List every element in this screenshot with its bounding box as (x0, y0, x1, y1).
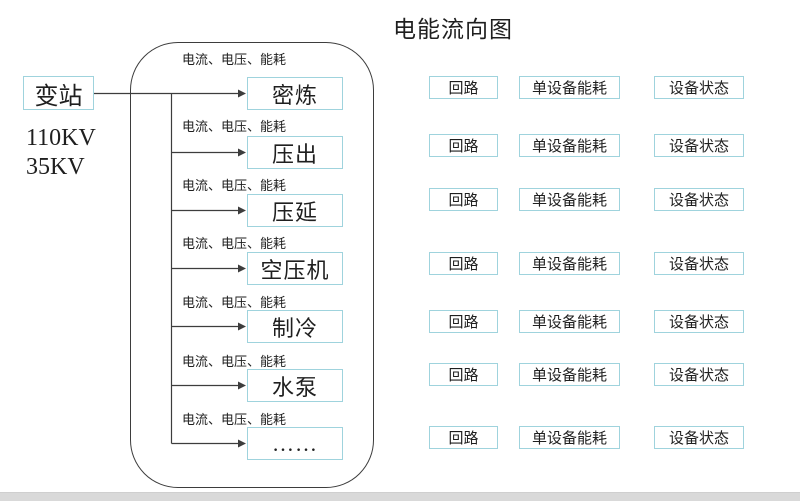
node-mixing-label: 密炼 (271, 82, 318, 108)
device-status-label: 设备状态 (668, 257, 729, 273)
node-calendering-label: 压延 (271, 199, 318, 225)
arrowhead-2 (238, 148, 246, 157)
voltage-110kv: 110KV (26, 125, 96, 151)
device-status-button-6[interactable]: 设备状态 (654, 363, 744, 386)
circuit-label: 回路 (448, 368, 479, 384)
device-energy-label: 单设备能耗 (531, 368, 607, 384)
circuit-button-2[interactable]: 回路 (429, 134, 498, 157)
device-status-label: 设备状态 (668, 81, 729, 97)
device-status-label: 设备状态 (668, 193, 729, 209)
circuit-label: 回路 (448, 81, 479, 97)
device-energy-button-7[interactable]: 单设备能耗 (519, 426, 620, 449)
flow-connectors (94, 89, 246, 448)
node-air-compressor-label: 空压机 (260, 257, 330, 283)
node-air-compressor[interactable]: 空压机 (247, 252, 343, 285)
node-ellipsis-label: …… (272, 430, 318, 456)
meta-label-4: 电流、电压、能耗 (182, 236, 287, 251)
device-status-button-7[interactable]: 设备状态 (654, 426, 744, 449)
meta-label-3: 电流、电压、能耗 (182, 178, 287, 193)
arrowhead-3 (238, 206, 246, 215)
device-status-button-5[interactable]: 设备状态 (654, 310, 744, 333)
substation-node[interactable]: 变站 (23, 76, 94, 110)
node-water-pump-label: 水泵 (271, 374, 318, 400)
circuit-button-3[interactable]: 回路 (429, 188, 498, 211)
device-energy-label: 单设备能耗 (531, 139, 607, 155)
circuit-button-5[interactable]: 回路 (429, 310, 498, 333)
device-status-button-3[interactable]: 设备状态 (654, 188, 744, 211)
arrowhead-7 (238, 439, 246, 448)
device-status-label: 设备状态 (668, 431, 729, 447)
device-status-label: 设备状态 (668, 315, 729, 331)
device-status-button-2[interactable]: 设备状态 (654, 134, 744, 157)
circuit-label: 回路 (448, 193, 479, 209)
arrowhead-4 (238, 264, 246, 273)
meta-label-2: 电流、电压、能耗 (182, 119, 287, 134)
device-status-label: 设备状态 (668, 139, 729, 155)
circuit-button-7[interactable]: 回路 (429, 426, 498, 449)
device-energy-label: 单设备能耗 (531, 431, 607, 447)
arrowhead-1 (238, 89, 246, 98)
node-chiller[interactable]: 制冷 (247, 310, 343, 343)
voltage-levels: 110KV 35KV (26, 124, 96, 182)
device-status-button-1[interactable]: 设备状态 (654, 76, 744, 99)
node-ellipsis[interactable]: …… (247, 427, 343, 460)
device-energy-label: 单设备能耗 (531, 193, 607, 209)
node-mixing[interactable]: 密炼 (247, 77, 343, 110)
circuit-label: 回路 (448, 257, 479, 273)
device-energy-button-3[interactable]: 单设备能耗 (519, 188, 620, 211)
node-chiller-label: 制冷 (271, 315, 318, 341)
device-energy-button-6[interactable]: 单设备能耗 (519, 363, 620, 386)
device-energy-label: 单设备能耗 (531, 315, 607, 331)
circuit-label: 回路 (448, 315, 479, 331)
substation-label: 变站 (34, 83, 83, 110)
page-title: 电能流向图 (393, 17, 513, 42)
meta-label-5: 电流、电压、能耗 (182, 295, 287, 310)
meta-label-6: 电流、电压、能耗 (182, 354, 287, 369)
device-energy-button-4[interactable]: 单设备能耗 (519, 252, 620, 275)
device-energy-button-5[interactable]: 单设备能耗 (519, 310, 620, 333)
node-water-pump[interactable]: 水泵 (247, 369, 343, 402)
window-bottom-edge (0, 492, 800, 501)
device-status-button-4[interactable]: 设备状态 (654, 252, 744, 275)
device-status-label: 设备状态 (668, 368, 729, 384)
circuit-button-1[interactable]: 回路 (429, 76, 498, 99)
device-energy-button-1[interactable]: 单设备能耗 (519, 76, 620, 99)
meta-label-1: 电流、电压、能耗 (182, 52, 287, 67)
arrowhead-5 (238, 322, 246, 331)
circuit-button-4[interactable]: 回路 (429, 252, 498, 275)
device-energy-button-2[interactable]: 单设备能耗 (519, 134, 620, 157)
circuit-label: 回路 (448, 431, 479, 447)
circuit-label: 回路 (448, 139, 479, 155)
device-energy-label: 单设备能耗 (531, 81, 607, 97)
node-calendering[interactable]: 压延 (247, 194, 343, 227)
flow-group-outline (130, 42, 374, 488)
device-energy-label: 单设备能耗 (531, 257, 607, 273)
meta-label-7: 电流、电压、能耗 (182, 412, 287, 427)
node-extrusion[interactable]: 压出 (247, 136, 343, 169)
arrowhead-6 (238, 381, 246, 390)
circuit-button-6[interactable]: 回路 (429, 363, 498, 386)
node-extrusion-label: 压出 (271, 141, 318, 167)
voltage-35kv: 35KV (26, 154, 85, 180)
